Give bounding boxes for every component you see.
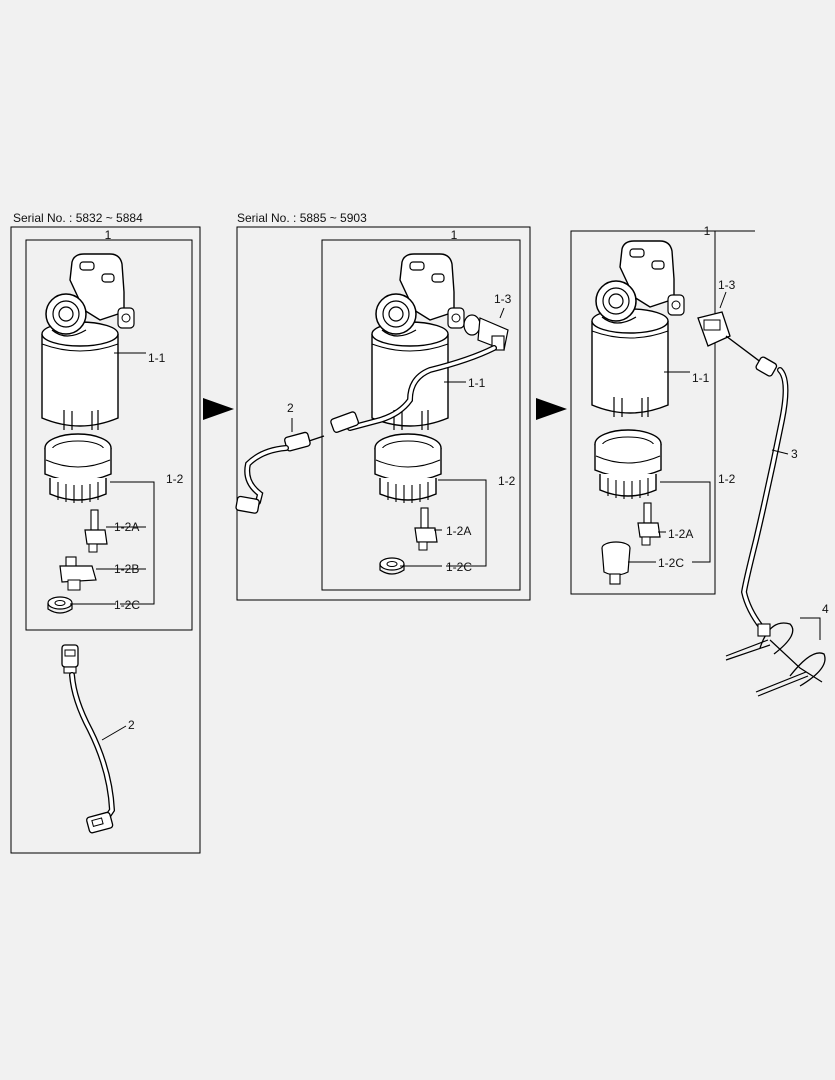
mid-connector-c bbox=[235, 495, 260, 514]
callout-3-right: 3 bbox=[791, 447, 798, 461]
harness-3-connector bbox=[755, 356, 778, 377]
connector-1-3 bbox=[463, 314, 509, 351]
mid-connector-a bbox=[330, 411, 360, 433]
connector-1-3 bbox=[697, 311, 731, 347]
cable-ties bbox=[725, 622, 826, 697]
serial-label-left: Serial No. : 5832 ~ 5884 bbox=[13, 211, 143, 225]
callout-1-1-middle: 1-1 bbox=[468, 376, 486, 390]
right-pointing-triangle-icon bbox=[536, 398, 567, 420]
fuel-filter-housing bbox=[41, 253, 135, 431]
callout-1-2-right: 1-2 bbox=[718, 472, 736, 486]
middle-outer-frame bbox=[236, 226, 531, 601]
callout-1-right: 1 bbox=[704, 224, 711, 238]
callout-2-middle: 2 bbox=[287, 401, 294, 415]
serial-label-middle: Serial No. : 5885 ~ 5903 bbox=[237, 211, 367, 225]
callout-1-left: 1 bbox=[105, 228, 112, 242]
filter-element bbox=[374, 433, 442, 504]
left-inner-frame bbox=[25, 239, 193, 631]
callout-1-3-right: 1-3 bbox=[718, 278, 736, 292]
fuel-filter-housing bbox=[591, 240, 685, 418]
callout-1-1-right: 1-1 bbox=[692, 371, 710, 385]
callout-1-2c-right: 1-2C bbox=[658, 556, 684, 570]
callout-4-right: 4 bbox=[822, 602, 829, 616]
harness-connector-bottom bbox=[86, 811, 114, 834]
callout-1-3-middle: 1-3 bbox=[494, 292, 512, 306]
middle-panel: 1 1-3 1-1 1-2 1-2A 1-2C 2 bbox=[235, 226, 531, 601]
middle-inner-frame bbox=[321, 239, 521, 591]
callout-1-2-left: 1-2 bbox=[166, 472, 184, 486]
mid-connector-b bbox=[284, 431, 311, 452]
callout-2-left: 2 bbox=[128, 718, 135, 732]
callout-1-2a-middle: 1-2A bbox=[446, 524, 471, 538]
callout-1-2a-left: 1-2A bbox=[114, 520, 139, 534]
callout-1-2a-right: 1-2A bbox=[668, 527, 693, 541]
callout-1-2c-middle: 1-2C bbox=[446, 560, 472, 574]
right-pointing-triangle-icon bbox=[203, 398, 234, 420]
right-panel: 1 1-3 1-1 1-2 1-2A 1-2C 3 4 bbox=[570, 224, 829, 697]
callout-1-2-middle: 1-2 bbox=[498, 474, 516, 488]
sensor-1-2b bbox=[59, 556, 97, 591]
left-panel: 1 1-1 1-2 1-2A 1-2B 1-2C 2 bbox=[10, 226, 201, 854]
callout-1-middle: 1 bbox=[451, 228, 458, 242]
water-sensor-1-2a bbox=[84, 509, 108, 553]
drain-valve-1-2c bbox=[601, 541, 631, 585]
callout-1-1-left: 1-1 bbox=[148, 351, 166, 365]
filter-element bbox=[44, 433, 112, 504]
fuel-filter-housing bbox=[371, 253, 465, 431]
callout-1-2c-left: 1-2C bbox=[114, 598, 140, 612]
filter-element bbox=[594, 429, 662, 500]
left-outer-frame bbox=[10, 226, 201, 854]
callout-1-2b-left: 1-2B bbox=[114, 562, 139, 576]
harness-connector-top bbox=[61, 644, 79, 674]
right-frame bbox=[570, 230, 716, 595]
water-sensor-1-2a bbox=[637, 502, 661, 546]
ring-nut-1-2c bbox=[47, 596, 73, 614]
water-sensor-1-2a bbox=[414, 507, 438, 551]
